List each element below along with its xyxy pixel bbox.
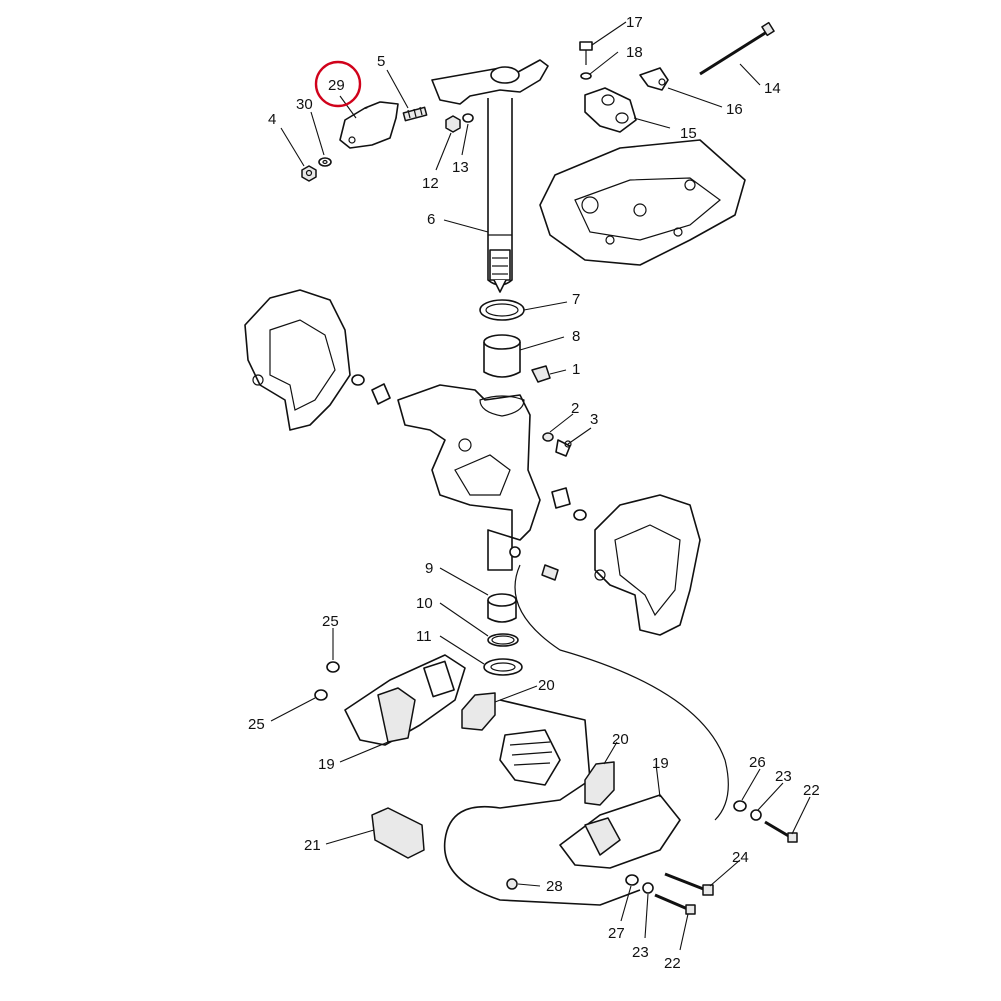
callout-18: 18 bbox=[626, 44, 643, 61]
callout-20-top: 20 bbox=[538, 677, 555, 694]
part-bolt-14 bbox=[699, 21, 775, 76]
callout-5: 5 bbox=[377, 53, 385, 70]
callout-11: 11 bbox=[416, 628, 432, 645]
part-o-ring-10 bbox=[487, 633, 519, 647]
callout-20-right: 20 bbox=[612, 731, 629, 748]
part-bushing-left bbox=[371, 383, 391, 405]
callout-17: 17 bbox=[626, 14, 643, 31]
callout-4: 4 bbox=[268, 111, 276, 128]
callout-7: 7 bbox=[572, 291, 580, 308]
part-washer-right bbox=[573, 509, 587, 521]
part-bolt-24 bbox=[664, 872, 714, 896]
callout-23-bottom: 23 bbox=[632, 944, 649, 961]
part-washer-18 bbox=[580, 72, 592, 80]
callout-9: 9 bbox=[425, 560, 433, 577]
callout-23-right: 23 bbox=[775, 768, 792, 785]
callout-16: 16 bbox=[726, 101, 743, 118]
part-nut-2 bbox=[542, 432, 554, 442]
part-plate-26 bbox=[733, 800, 747, 812]
part-damper-21 bbox=[371, 807, 425, 859]
part-bushing-8 bbox=[483, 334, 521, 378]
callout-28: 28 bbox=[546, 878, 563, 895]
part-bolt-28 bbox=[506, 878, 518, 890]
callout-13: 13 bbox=[452, 159, 469, 176]
callout-14: 14 bbox=[764, 80, 781, 97]
part-mounting-plate bbox=[539, 139, 746, 266]
callout-15: 15 bbox=[680, 125, 697, 142]
part-washer-13 bbox=[462, 113, 474, 123]
callout-12: 12 bbox=[422, 175, 439, 192]
part-nut-4 bbox=[301, 165, 317, 182]
callout-22-right: 22 bbox=[803, 782, 820, 799]
part-clamp-bracket-left bbox=[244, 289, 351, 431]
part-clamp-bracket-right bbox=[594, 494, 701, 636]
callout-6: 6 bbox=[427, 211, 435, 228]
callout-22-bottom: 22 bbox=[664, 955, 681, 972]
part-grease-nipple-3 bbox=[555, 439, 572, 457]
part-ground-lead-fitting bbox=[509, 546, 559, 581]
leader-lines bbox=[270, 21, 811, 951]
part-seal-11 bbox=[483, 658, 523, 676]
part-key-1 bbox=[531, 365, 551, 383]
part-bushing-right bbox=[551, 487, 571, 509]
part-bolt-22a bbox=[764, 820, 798, 843]
part-steering-shaft bbox=[431, 59, 549, 293]
part-upper-mount-19a bbox=[344, 654, 466, 746]
callout-2: 2 bbox=[571, 400, 579, 417]
highlight-circle bbox=[314, 60, 362, 108]
callout-30: 30 bbox=[296, 96, 313, 113]
part-bracket-16 bbox=[639, 67, 669, 91]
part-bushing-9 bbox=[487, 593, 517, 623]
callout-10: 10 bbox=[416, 595, 433, 612]
part-washer-23b bbox=[642, 882, 654, 894]
part-swivel-bracket bbox=[397, 384, 541, 571]
callout-25-top: 25 bbox=[322, 613, 339, 630]
callout-27: 27 bbox=[608, 925, 625, 942]
part-washer-23a bbox=[750, 809, 762, 821]
part-washer-30 bbox=[318, 157, 332, 167]
part-ground-wire bbox=[514, 564, 729, 821]
part-washer-left bbox=[351, 374, 365, 386]
part-washer-25b bbox=[314, 689, 328, 701]
callout-labels: 29 30 4 5 12 13 6 17 18 14 16 15 7 8 1 2… bbox=[248, 14, 820, 972]
callout-19-left: 19 bbox=[318, 756, 335, 773]
callout-25-left: 25 bbox=[248, 716, 265, 733]
part-nut-12 bbox=[445, 115, 461, 133]
callout-1: 1 bbox=[572, 361, 580, 378]
part-washer-25a bbox=[326, 661, 340, 673]
part-washer-7 bbox=[479, 299, 525, 321]
callout-29: 29 bbox=[328, 77, 345, 94]
callout-8: 8 bbox=[572, 328, 580, 345]
callout-26: 26 bbox=[749, 754, 766, 771]
part-screw-17 bbox=[579, 41, 593, 65]
part-damper-20b bbox=[584, 761, 615, 806]
part-screw-5 bbox=[402, 106, 428, 122]
part-clip-15 bbox=[584, 87, 637, 133]
part-bolt-22b bbox=[654, 893, 696, 915]
callout-24: 24 bbox=[732, 849, 749, 866]
part-damper-20a bbox=[461, 692, 496, 731]
callout-19-right: 19 bbox=[652, 755, 669, 772]
part-lower-mount-19b bbox=[559, 794, 681, 869]
callout-3: 3 bbox=[590, 411, 598, 428]
part-plate-27 bbox=[625, 874, 639, 886]
callout-21: 21 bbox=[304, 837, 321, 854]
part-bracket bbox=[339, 101, 399, 149]
part-lower-case bbox=[443, 699, 641, 906]
